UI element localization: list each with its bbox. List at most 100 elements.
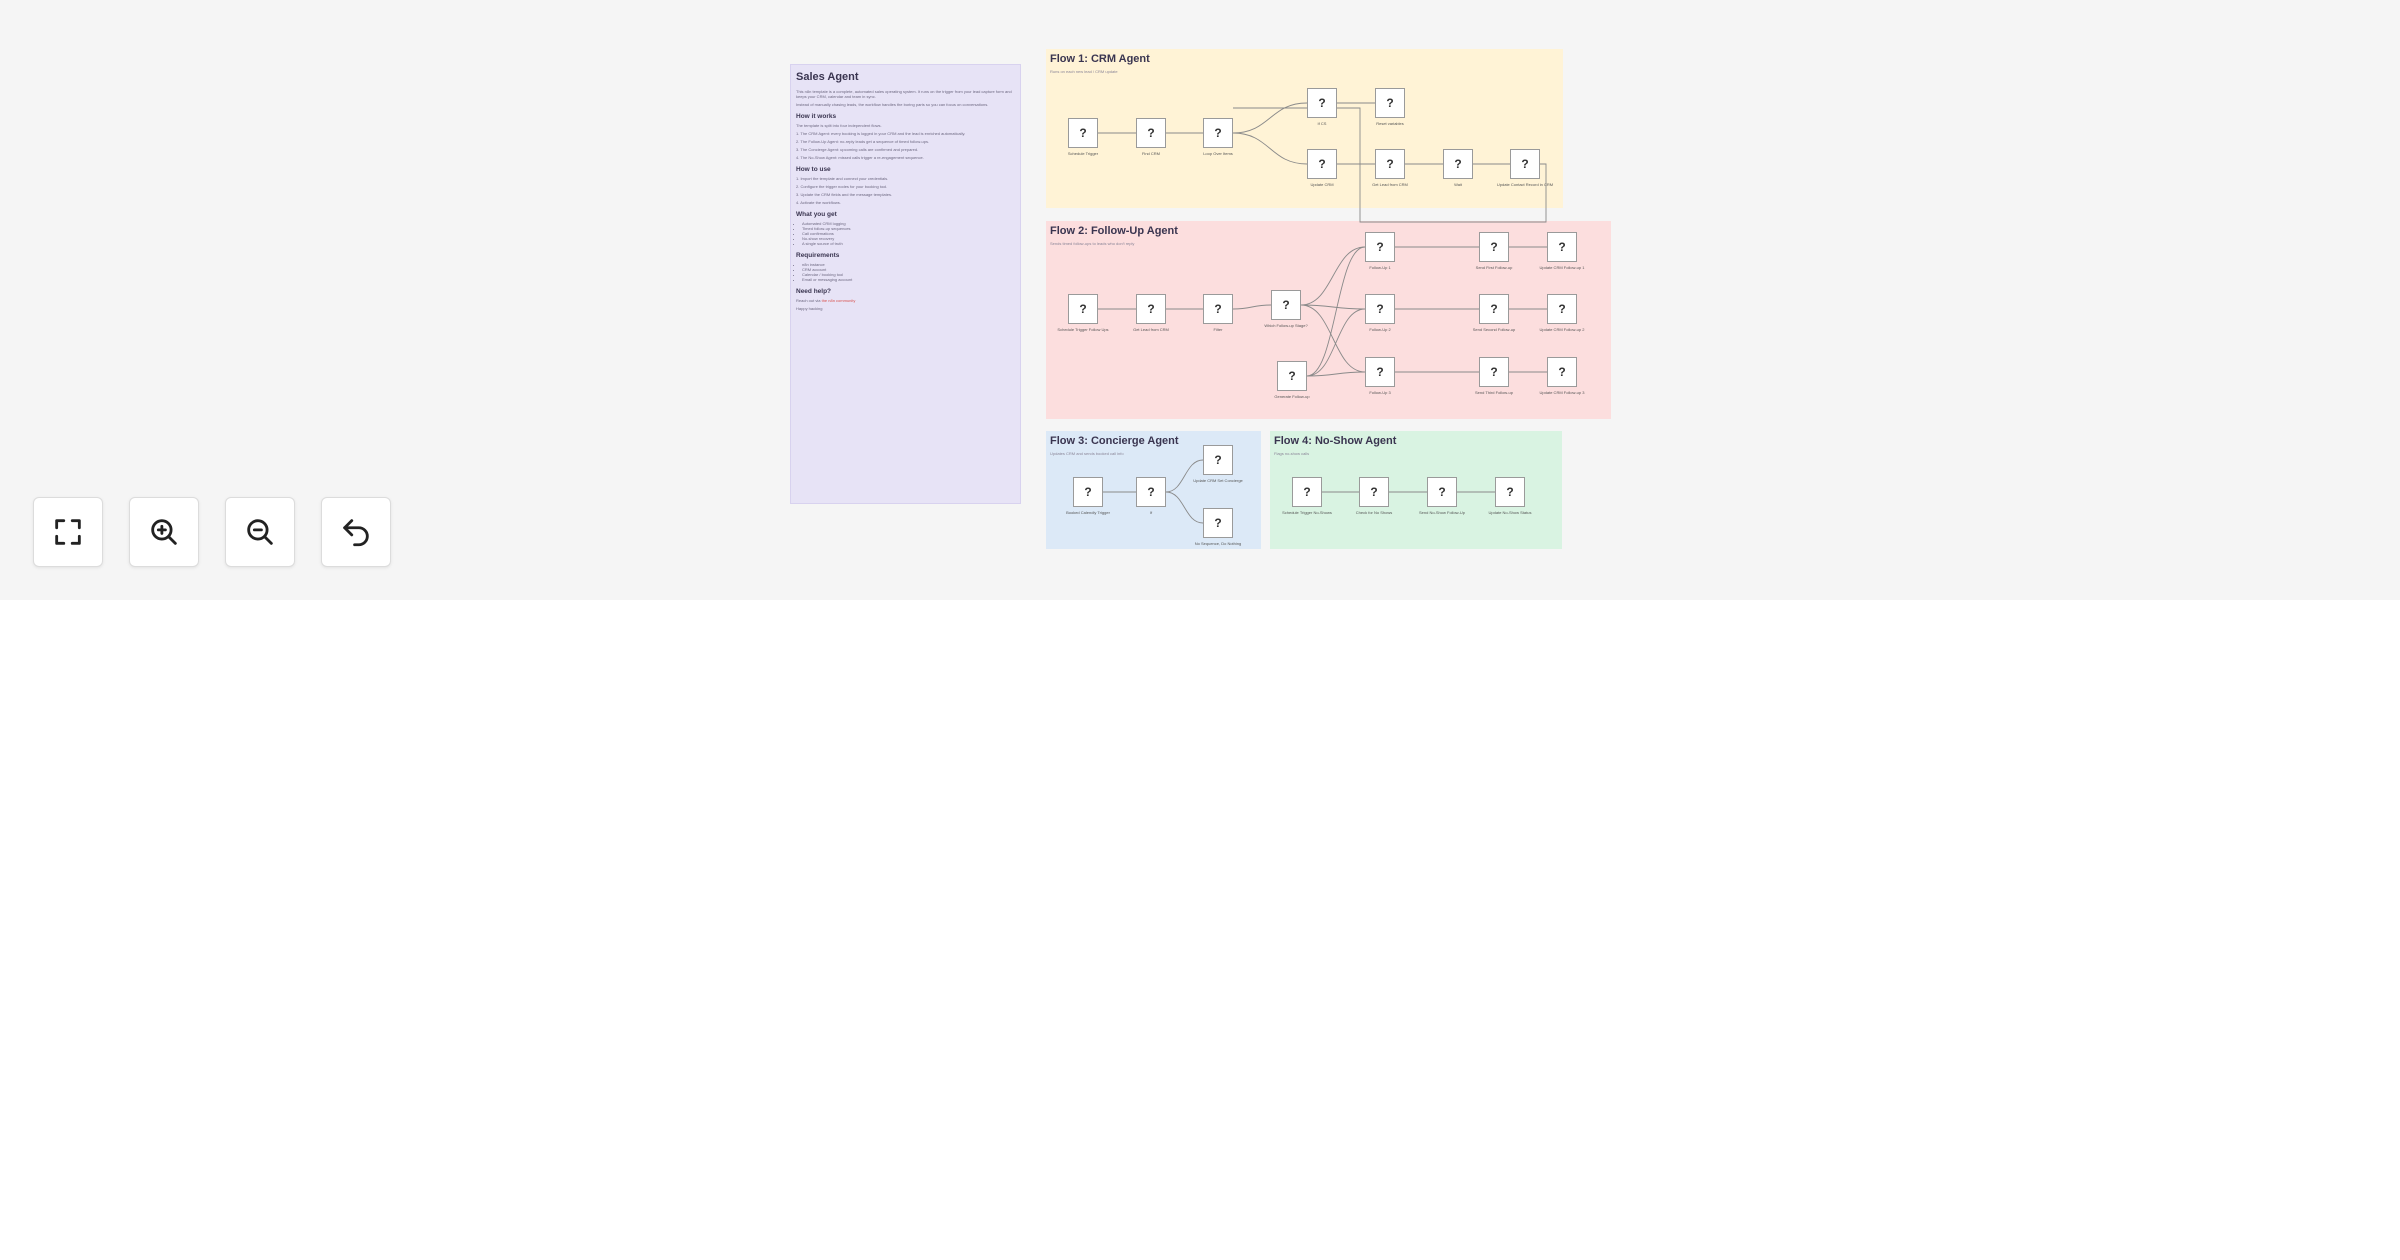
unknown-node-icon: ? [1288, 369, 1296, 383]
sticky-intro-1: This n8n template is a complete, automat… [796, 89, 1012, 99]
workflow-node-label: Follow-Up 3 [1369, 390, 1391, 395]
list-item: Email or messaging account [802, 277, 1015, 282]
workflow-node-f2n13[interactable]: ? [1479, 357, 1509, 387]
workflow-node-f4n4[interactable]: ? [1495, 477, 1525, 507]
unknown-node-icon: ? [1386, 157, 1394, 171]
reset-zoom-button[interactable] [321, 497, 391, 567]
workflow-node-f2n3[interactable]: ? [1203, 294, 1233, 324]
workflow-node-f1n1[interactable]: ? [1068, 118, 1098, 148]
unknown-node-icon: ? [1147, 485, 1155, 499]
unknown-node-icon: ? [1147, 126, 1155, 140]
workflow-node-f4n2[interactable]: ? [1359, 477, 1389, 507]
unknown-node-icon: ? [1214, 453, 1222, 467]
sticky-how-4: 4. The No-Show Agent: missed calls trigg… [796, 155, 924, 160]
workflow-node-label: Update CRM Follow-up 3 [1539, 390, 1585, 395]
unknown-node-icon: ? [1490, 240, 1498, 254]
workflow-node-f1n6[interactable]: ? [1307, 149, 1337, 179]
workflow-node-f3n1[interactable]: ? [1073, 477, 1103, 507]
workflow-node-f2n1[interactable]: ? [1068, 294, 1098, 324]
unknown-node-icon: ? [1079, 302, 1087, 316]
workflow-node-f1n2[interactable]: ? [1136, 118, 1166, 148]
workflow-node-f2n11[interactable]: ? [1547, 294, 1577, 324]
sticky-get-list: Automated CRM logging Timed follow-up se… [796, 221, 1015, 246]
workflow-node-label: If [1149, 510, 1153, 515]
sticky-note-sales-agent[interactable]: Sales Agent This n8n template is a compl… [790, 64, 1021, 504]
workflow-node-f1n4[interactable]: ? [1307, 88, 1337, 118]
workflow-node-label: Booked Calendly Trigger [1066, 510, 1110, 515]
workflow-node-label: Reset variables [1376, 121, 1404, 126]
workflow-node-f2n5[interactable]: ? [1277, 361, 1307, 391]
sticky-title: Sales Agent [796, 71, 859, 83]
sticky-use-2: 2. Configure the trigger nodes for your … [796, 184, 888, 189]
workflow-node-f1n7[interactable]: ? [1375, 149, 1405, 179]
list-item: CRM account [802, 267, 1015, 272]
workflow-canvas[interactable]: Sales Agent This n8n template is a compl… [0, 0, 2400, 600]
list-item: A single source of truth [802, 241, 1015, 246]
unknown-node-icon: ? [1376, 365, 1384, 379]
workflow-node-label: Update CRM Follow-up 1 [1539, 265, 1585, 270]
sticky-help-title: Need help? [796, 288, 832, 295]
workflow-node-f2n4[interactable]: ? [1271, 290, 1301, 320]
sticky-help-line: Reach out via the n8n community [796, 298, 1015, 303]
help-link[interactable]: the n8n community [821, 298, 856, 303]
sticky-intro-2: Instead of manually chasing leads, the w… [796, 102, 989, 107]
workflow-node-label: Send Third Follow-up [1475, 390, 1513, 395]
workflow-node-f1n9[interactable]: ? [1510, 149, 1540, 179]
workflow-node-f1n3[interactable]: ? [1203, 118, 1233, 148]
workflow-node-label: If CS [1317, 121, 1327, 126]
workflow-node-label: Find CRM [1141, 151, 1160, 156]
zoom-in-icon [151, 519, 177, 545]
zoom-in-button[interactable] [129, 497, 199, 567]
sticky-how-1: 1. The CRM Agent: every booking is logge… [796, 131, 966, 136]
workflow-node-f2n12[interactable]: ? [1365, 357, 1395, 387]
workflow-node-f1n5[interactable]: ? [1375, 88, 1405, 118]
workflow-node-f4n1[interactable]: ? [1292, 477, 1322, 507]
fullscreen-icon [55, 519, 81, 545]
workflow-node-label: Send Second Follow-up [1472, 327, 1516, 332]
workflow-node-f2n10[interactable]: ? [1479, 294, 1509, 324]
workflow-node-label: Schedule Trigger [1067, 151, 1099, 156]
workflow-node-label: Generate Follow-up [1274, 394, 1310, 399]
workflow-node-label: Update CRM [1310, 182, 1334, 187]
flow1-title: Flow 1: CRM Agent [1050, 53, 1150, 65]
unknown-node-icon: ? [1370, 485, 1378, 499]
workflow-node-f2n2[interactable]: ? [1136, 294, 1166, 324]
workflow-node-label: Update Contact Record in CRM [1496, 182, 1554, 187]
sticky-use-4: 4. Activate the workflows. [796, 200, 841, 205]
workflow-node-label: Update CRM Set Concierge [1193, 478, 1243, 483]
workflow-node-f2n8[interactable]: ? [1547, 232, 1577, 262]
unknown-node-icon: ? [1490, 365, 1498, 379]
unknown-node-icon: ? [1386, 96, 1394, 110]
workflow-node-f1n8[interactable]: ? [1443, 149, 1473, 179]
workflow-node-label: Update CRM Follow-up 2 [1539, 327, 1585, 332]
unknown-node-icon: ? [1376, 302, 1384, 316]
connection-line [1232, 132, 1308, 165]
workflow-node-f2n14[interactable]: ? [1547, 357, 1577, 387]
unknown-node-icon: ? [1376, 240, 1384, 254]
workflow-node-f4n3[interactable]: ? [1427, 477, 1457, 507]
list-item: Calendar / booking tool [802, 272, 1015, 277]
connection-line [1300, 304, 1366, 373]
workflow-node-f3n3[interactable]: ? [1203, 445, 1233, 475]
connection-line [1165, 491, 1204, 524]
flow1-group[interactable]: Flow 1: CRM Agent Runs on each new lead … [1046, 49, 1563, 208]
unknown-node-icon: ? [1438, 485, 1446, 499]
workflow-node-f3n2[interactable]: ? [1136, 477, 1166, 507]
workflow-node-f2n9[interactable]: ? [1365, 294, 1395, 324]
workflow-node-f2n7[interactable]: ? [1479, 232, 1509, 262]
unknown-node-icon: ? [1506, 485, 1514, 499]
workflow-node-label: Filter [1213, 327, 1223, 332]
loop-back-connection [1233, 107, 1547, 223]
unknown-node-icon: ? [1558, 302, 1566, 316]
workflow-node-f3n4[interactable]: ? [1203, 508, 1233, 538]
connection-line [1232, 304, 1272, 310]
fit-view-button[interactable] [33, 497, 103, 567]
flow3-title: Flow 3: Concierge Agent [1050, 435, 1179, 447]
unknown-node-icon: ? [1521, 157, 1529, 171]
zoom-out-button[interactable] [225, 497, 295, 567]
unknown-node-icon: ? [1214, 126, 1222, 140]
flow3-subtitle: Updates CRM and sends booked call info [1050, 451, 1124, 456]
unknown-node-icon: ? [1084, 485, 1092, 499]
workflow-node-label: Get Lead from CRM [1133, 327, 1169, 332]
workflow-node-f2n6[interactable]: ? [1365, 232, 1395, 262]
